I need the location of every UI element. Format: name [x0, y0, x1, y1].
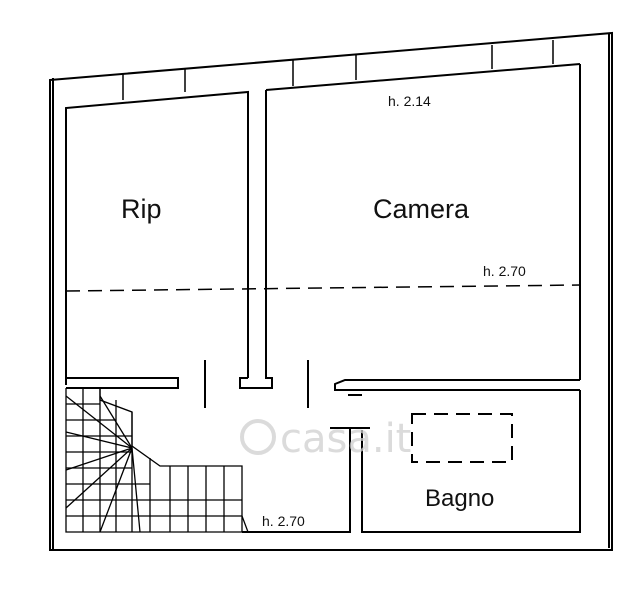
rip-room-walls: [65, 90, 249, 389]
top-windows: [122, 40, 554, 100]
height-label-camera-low: h. 2.14: [388, 93, 431, 109]
room-label-camera: Camera: [373, 194, 470, 224]
room-label-bagno: Bagno: [425, 485, 494, 512]
room-label-rip: Rip: [121, 194, 162, 224]
camera-room-walls: [334, 64, 581, 391]
outer-wall: [49, 31, 613, 551]
bagno-room-walls: [242, 390, 581, 533]
watermark-text: casa.it: [280, 416, 411, 462]
bathtub-outline: [411, 413, 513, 463]
height-change-line: [65, 284, 581, 292]
staircase: [65, 388, 249, 533]
height-label-camera-high: h. 2.70: [483, 263, 526, 279]
watermark: casa.it: [240, 416, 411, 462]
partition-wall: [239, 63, 581, 389]
house-logo-icon: [240, 419, 276, 455]
height-label-corridor: h. 2.70: [262, 513, 305, 529]
